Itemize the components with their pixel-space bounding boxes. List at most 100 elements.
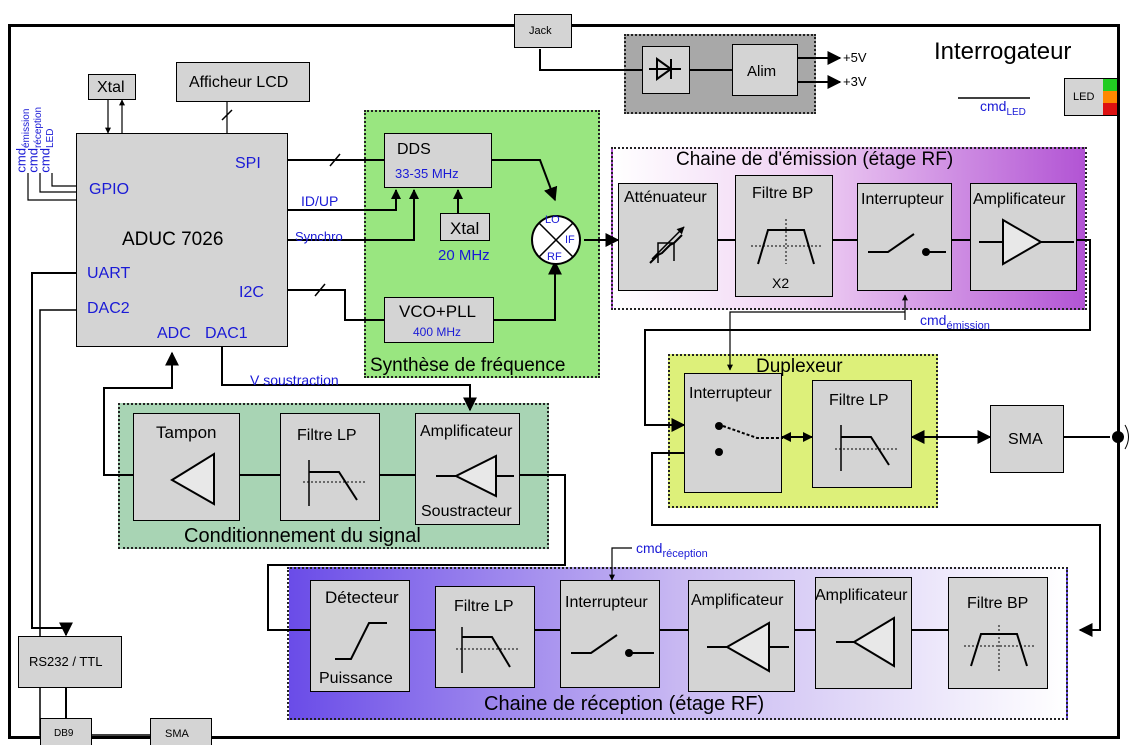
rec-interrupteur-label: Interrupteur (565, 594, 648, 611)
xtal-mcu-label: Xtal (97, 79, 125, 96)
em-amplificateur-label: Amplificateur (973, 191, 1066, 208)
rs232-label: RS232 / TTL (29, 654, 103, 669)
jack-box: Jack (514, 14, 572, 48)
duplexeur-title: Duplexeur (756, 356, 843, 377)
diode-icon (649, 57, 681, 81)
diode-box (642, 46, 690, 94)
cond-filtre-lp: Filtre LP (280, 413, 380, 521)
xtal-mcu-box: Xtal (88, 74, 136, 100)
dds-box: DDS 33-35 MHz (384, 133, 492, 188)
amplifier-icon (979, 218, 1074, 266)
mcu-name: ADUC 7026 (122, 229, 224, 250)
lowpass-icon (835, 425, 899, 471)
sma-bottom-label: SMA (165, 728, 189, 740)
detector-icon (335, 622, 387, 660)
rec-amplificateur-2-label: Amplificateur (815, 587, 908, 604)
switch-icon (868, 233, 946, 256)
mixer-rf: RF (547, 251, 562, 263)
port-spi: SPI (235, 155, 261, 172)
lowpass-icon (303, 460, 367, 506)
led-light-1 (1103, 91, 1117, 103)
mixer-lo: LO (545, 214, 560, 226)
xtal-synth-box: Xtal (440, 213, 490, 241)
mcu-cmd-input-2: cmdLED (37, 128, 56, 173)
cond-soustracteur-label: Soustracteur (421, 503, 512, 520)
port-adc: ADC (157, 325, 191, 342)
cond-amplificateur-label: Amplificateur (420, 423, 513, 440)
rec-puissance-label: Puissance (319, 670, 393, 687)
led-light-2 (1103, 103, 1117, 115)
em-filtre-bp: Filtre BP X2 (735, 175, 833, 297)
em-amplificateur: Amplificateur (970, 183, 1077, 291)
alim-box: Alim (732, 44, 798, 96)
rs232-box: RS232 / TTL (18, 636, 122, 688)
jack-label: Jack (529, 25, 552, 37)
em-attenuateur: Atténuateur (618, 183, 718, 291)
synthese-title: Synthèse de fréquence (370, 355, 566, 376)
attenuator-icon (649, 226, 685, 264)
subtractor-amp-icon (436, 454, 514, 498)
bandpass-icon (964, 625, 1034, 672)
signal-vsous: V soustraction (250, 372, 339, 388)
cond-filtre-lp-label: Filtre LP (297, 427, 357, 444)
em-interrupteur: Interrupteur (857, 183, 952, 291)
led-light-0 (1103, 79, 1117, 91)
reception-title: Chaine de réception (étage RF) (484, 693, 765, 715)
cond-tampon: Tampon (133, 413, 240, 521)
rec-amplificateur-1: Amplificateur (688, 580, 795, 692)
lcd-label: Afficheur LCD (189, 74, 289, 91)
port-uart: UART (87, 265, 131, 282)
v3-label: +3V (843, 74, 867, 89)
vco-box: VCO+PLL 400 MHz (384, 297, 494, 343)
sma-antenna-label: SMA (1008, 431, 1043, 448)
v5-label: +5V (843, 50, 867, 65)
led-box: LED (1064, 78, 1118, 116)
vco-label: VCO+PLL (399, 302, 477, 321)
rec-filtre-bp-label: Filtre BP (967, 595, 1029, 612)
reception-zone (287, 567, 1068, 720)
led-cmd-label: cmdLED (980, 98, 1026, 118)
rec-filtre-bp: Filtre BP (948, 577, 1048, 689)
dup-filtre-lp-label: Filtre LP (829, 392, 889, 409)
rec-filtre-lp: Filtre LP (435, 586, 535, 688)
vco-freq: 400 MHz (413, 325, 462, 339)
conditionnement-title: Conditionnement du signal (184, 525, 421, 547)
rec-filtre-lp-label: Filtre LP (454, 598, 514, 615)
port-gpio: GPIO (89, 181, 130, 198)
cond-amplificateur: Amplificateur Soustracteur (415, 413, 520, 525)
mixer (531, 215, 581, 265)
title: Interrogateur (934, 38, 1072, 65)
led-label: LED (1073, 91, 1095, 103)
xtal-synth-label: Xtal (450, 219, 480, 238)
rec-cmd-label: cmdréception (636, 540, 708, 560)
bandpass-icon (751, 219, 821, 265)
rec-detecteur: Détecteur Puissance (310, 580, 410, 692)
em-filtre-bp-label: Filtre BP (752, 185, 814, 202)
em-x2-label: X2 (772, 275, 790, 291)
sma-bottom-box: SMA (150, 718, 212, 745)
em-cmd-label: cmdémission (920, 312, 990, 332)
signal-idup: ID/UP (301, 193, 339, 209)
em-attenuateur-label: Atténuateur (624, 189, 707, 206)
rec-amplificateur-1-label: Amplificateur (691, 592, 784, 609)
dup-interrupteur-label: Interrupteur (689, 385, 772, 402)
led-indicator (1103, 79, 1117, 115)
xtal-synth-freq: 20 MHz (438, 247, 490, 264)
dds-label: DDS (397, 141, 431, 158)
em-interrupteur-label: Interrupteur (861, 191, 944, 208)
rec-interrupteur: Interrupteur (560, 580, 660, 688)
alim-label: Alim (747, 63, 777, 80)
lowpass-icon (456, 627, 520, 673)
mcu-box: ADUC 7026 SPI GPIO UART DAC2 I2C ADC DAC… (76, 133, 288, 347)
dup-interrupteur: Interrupteur (684, 373, 783, 493)
sma-antenna-box: SMA (990, 405, 1064, 473)
port-i2c: I2C (239, 284, 264, 301)
db9-box: DB9 (40, 718, 92, 745)
db9-label: DB9 (54, 728, 74, 739)
amplifier-icon (836, 616, 895, 668)
amplifier-icon (707, 621, 789, 673)
rec-amplificateur-2: Amplificateur (815, 577, 912, 689)
port-dac2: DAC2 (87, 300, 130, 317)
cond-tampon-label: Tampon (156, 423, 217, 442)
